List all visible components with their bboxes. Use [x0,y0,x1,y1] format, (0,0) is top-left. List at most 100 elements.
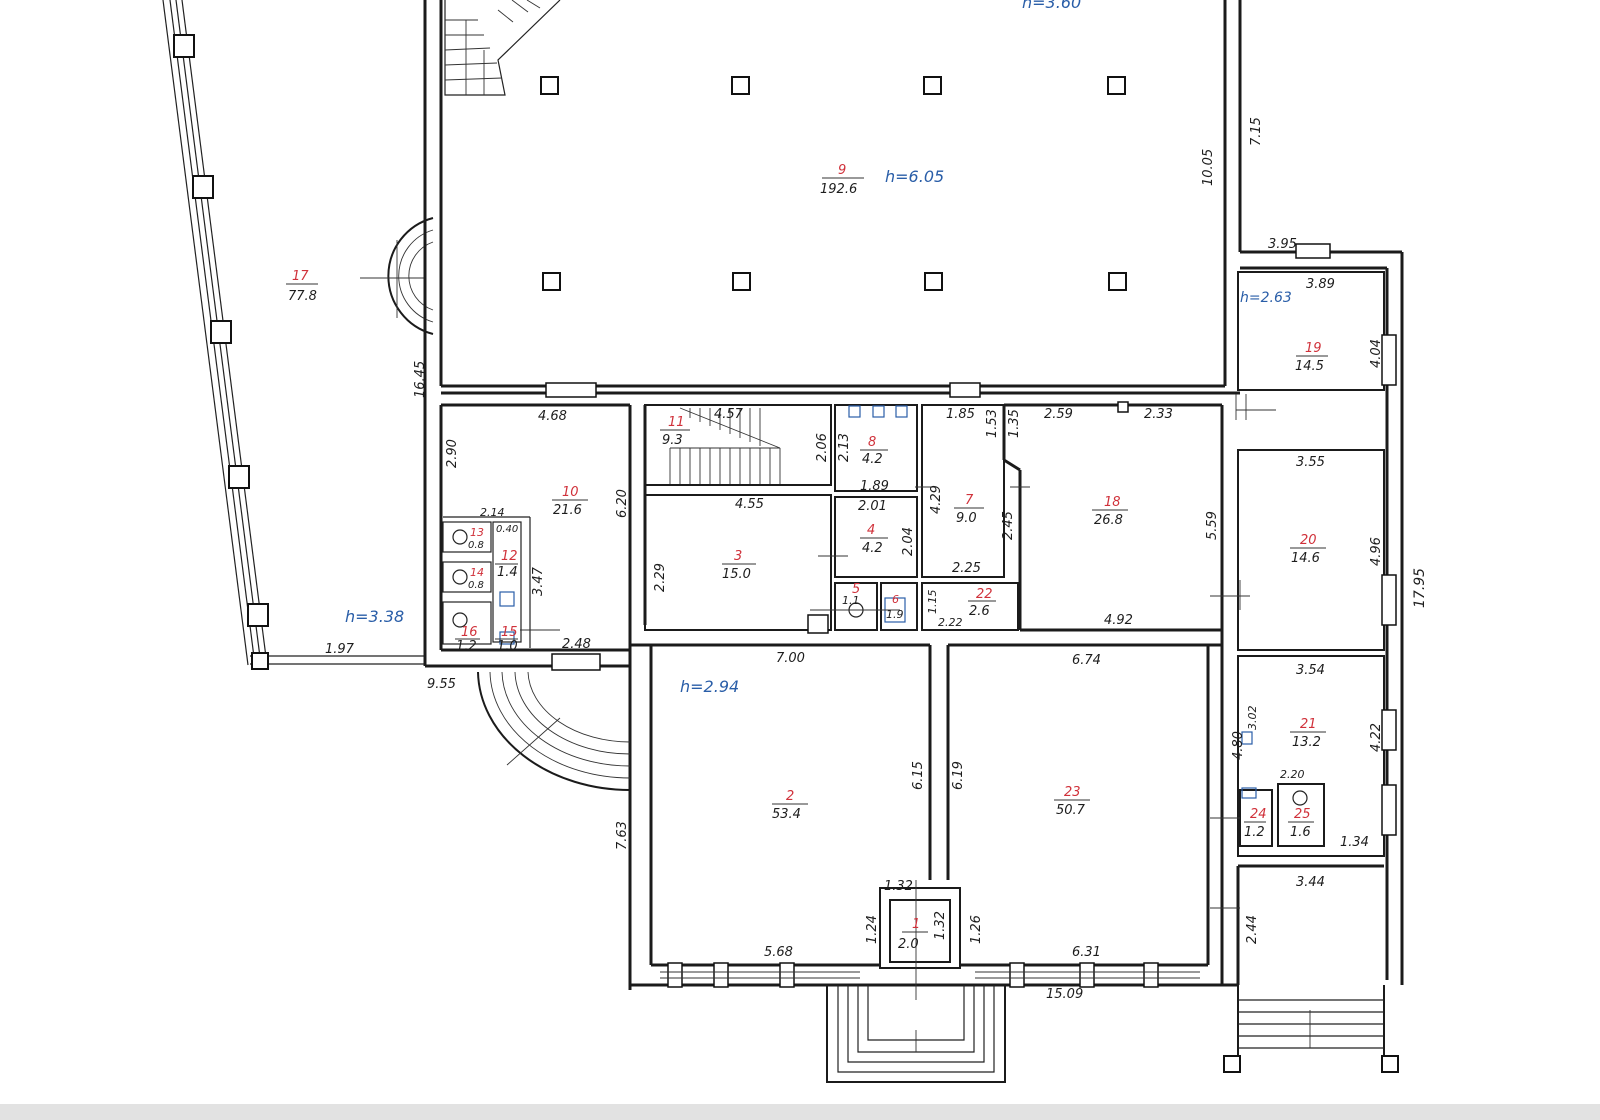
dim-label: 6.74 [1072,653,1101,668]
room-area: 0.8 [468,540,484,551]
room-2-label: 2 53.4 [772,789,808,822]
dim-label: 4.68 [538,409,567,424]
room-area: 1.2 [456,639,477,654]
room-number: 1 [912,917,920,932]
dim-label: 2.06 [815,433,830,462]
room-8-label: 8 4.2 [860,435,888,467]
dim-label: 4.96 [1369,537,1384,566]
room-number: 8 [868,435,876,450]
room-area: 1.2 [1244,825,1265,840]
dim-label: 6.31 [1072,945,1101,960]
dim-label: 1.15 [926,590,939,615]
room-16-label: 16 1.2 [455,625,480,654]
dim-label: 5.68 [764,945,793,960]
dim-label: 3.54 [1296,663,1325,678]
room-7-label: 7 9.0 [954,493,984,526]
dim-label: 2.44 [1245,915,1260,944]
room-area: 14.6 [1291,551,1320,566]
lower-left-walls [425,403,647,990]
dim-label: 2.20 [1280,768,1305,781]
room-area: 1.0 [497,639,518,654]
dim-label: 7.63 [615,821,630,850]
dim-label: 2.13 [837,433,852,462]
right-wing-walls [1210,243,1397,985]
room-19-label: 19 14.5 [1295,341,1328,374]
room-area: 9.0 [956,511,977,526]
room-4-label: 4 4.2 [860,523,888,556]
dim-label: 4.55 [735,497,764,512]
dim-label: 3.95 [1268,237,1297,252]
dim-label: 2.04 [901,527,916,556]
dim-label: 3.47 [531,566,546,596]
dim-label: 2.33 [1144,407,1173,422]
dim-label: 1.24 [865,915,880,944]
room-number: 25 [1294,807,1311,822]
room-number: 18 [1104,495,1121,510]
room-number: 22 [976,587,993,602]
room-24-label: 24 1.2 [1244,807,1267,840]
dim-label: 0.40 [496,524,518,535]
dim-label: 1.53 [985,409,1000,438]
dim-label: 3.44 [1296,875,1325,890]
room-number: 13 [470,526,484,539]
dim-label: 3.02 [1246,706,1259,731]
room-area: 26.8 [1094,513,1123,528]
dim-label: 3.55 [1296,455,1325,470]
dim-label: 2.22 [938,616,963,629]
room-25-label: 25 1.6 [1288,807,1314,840]
room-area: 14.5 [1295,359,1324,374]
dim-label: 2.45 [1001,511,1016,540]
room-labels: 9 192.6 17 77.8 19 14.5 10 21.6 11 9.3 8… [286,163,1328,952]
room-area: 192.6 [820,182,857,197]
room-area: 4.2 [862,541,883,556]
room-number: 23 [1064,785,1081,800]
room-number: 19 [1305,341,1322,356]
dim-label: 3.89 [1306,277,1335,292]
room-number: 16 [461,625,478,640]
height-labels: h=3.60 h=6.05 h=2.63 h=3.38 h=2.94 [345,0,1292,696]
room-area: 2.6 [969,604,990,619]
dim-label: 16.45 [413,361,428,398]
room-area: 13.2 [1292,735,1321,750]
room-20-label: 20 14.6 [1290,533,1326,566]
room-23-label: 23 50.7 [1054,785,1090,818]
room-21-label: 21 13.2 [1290,717,1326,750]
room-number: 9 [838,163,846,178]
room-17-label: 17 77.8 [286,269,318,304]
room-14-label: 14 0.8 [468,566,484,591]
room-1-label: 1 2.0 [898,917,928,952]
dim-label: 4.22 [1369,723,1384,752]
room-22-label: 22 2.6 [968,587,996,619]
dim-label: 1.34 [1340,835,1369,850]
entrance-arc-left [477,653,631,791]
dim-label: 10.05 [1201,149,1216,186]
room-area: 1.6 [1290,825,1311,840]
room-9-label: 9 192.6 [820,163,864,197]
dim-label: 4.80 [1231,731,1246,760]
room-number: 5 [852,582,860,597]
dim-label: 2.90 [445,439,460,468]
room-15-label: 15 1.0 [495,625,518,654]
height-right-wing: h=2.63 [1240,290,1292,306]
room-number: 17 [292,269,309,284]
room-area: 1.4 [497,565,518,580]
room-12-label: 12 1.4 [495,549,518,580]
height-terrace: h=3.38 [345,607,404,626]
dim-label: 4.04 [1369,339,1384,368]
room-area: 2.0 [898,937,919,952]
dim-label: 1.85 [946,407,975,422]
dim-label: 1.89 [860,479,889,494]
room-5-label: 5 1.1 [842,582,860,607]
room-area: 1.1 [842,594,860,607]
bay-left [360,217,434,335]
room-area: 0.8 [468,580,484,591]
dim-label: 2.14 [480,506,505,519]
height-lower: h=2.94 [680,677,739,696]
dim-label: 15.09 [1046,987,1083,1002]
room-6-label: 6 1.9 [886,593,904,621]
room-area: 1.9 [886,608,904,621]
dim-label: 4.29 [929,485,944,514]
room-13-label: 13 0.8 [468,526,484,551]
height-hall: h=6.05 [885,167,944,186]
dimension-labels: 10.05 7.15 3.95 3.89 4.04 16.45 4.68 2.9… [325,117,1428,1002]
